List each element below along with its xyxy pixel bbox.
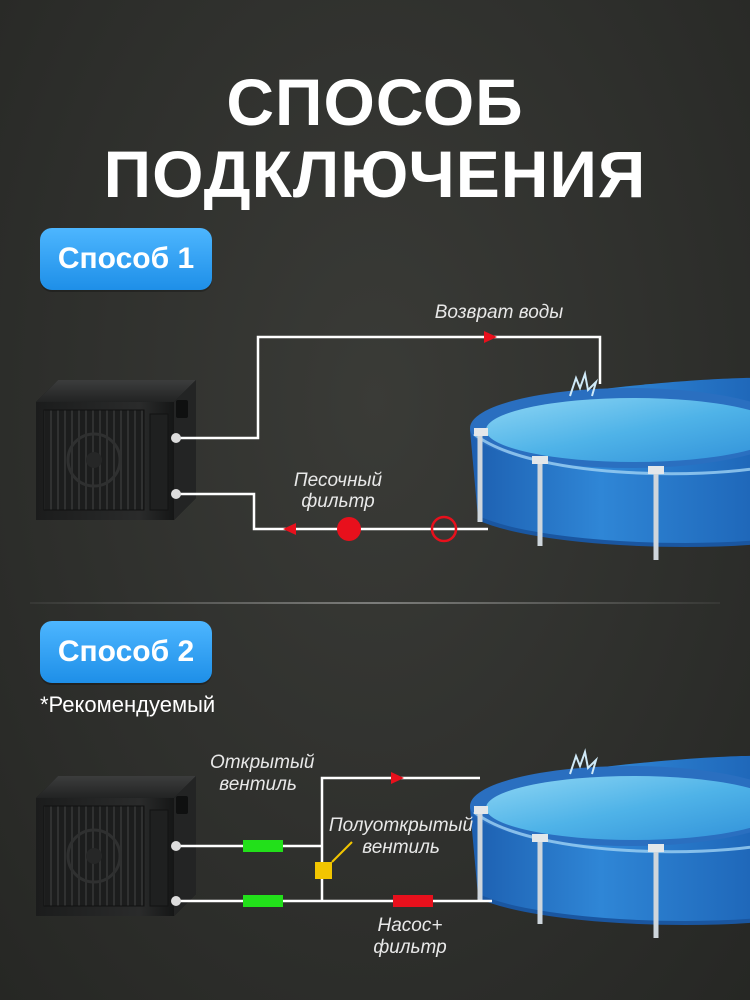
heat-pump-1-icon xyxy=(34,378,198,522)
pump-filter-icon xyxy=(393,895,433,907)
pump-filter-label-1: Насос+ xyxy=(377,915,443,936)
sand-filter-icon xyxy=(337,517,361,541)
sand-filter-label-1: Песочный xyxy=(293,470,383,491)
page-title-line-2: ПОДКЛЮЧЕНИЯ xyxy=(103,137,647,211)
section-divider xyxy=(30,602,720,604)
pump-filter-label-2: фильтр xyxy=(373,937,447,958)
water-return-label: Возврат воды xyxy=(434,302,564,323)
method-2-badge: Способ 2 xyxy=(40,621,212,683)
return-arrow-icon xyxy=(484,331,497,343)
sand-filter-label-2: фильтр xyxy=(301,491,375,512)
inflow-arrow-icon xyxy=(283,523,296,535)
open-valve-label-1: Открытый xyxy=(210,752,315,773)
page-title-line-1: СПОСОБ xyxy=(226,65,524,139)
half-open-valve-label-2: вентиль xyxy=(362,837,440,858)
method-1-pipes xyxy=(176,335,602,531)
pool-1-icon xyxy=(470,374,750,560)
pool-outlet-icon xyxy=(430,515,458,543)
recommended-note: *Рекомендуемый xyxy=(40,692,216,717)
open-valve-label-2: вентиль xyxy=(219,774,297,795)
green-valve-1-icon xyxy=(243,840,283,852)
half-open-valve-label-1: Полуоткрытый xyxy=(328,815,474,836)
half-open-valve-icon xyxy=(315,862,332,879)
flow-arrow-icon xyxy=(391,772,404,784)
method-1-badge: Способ 1 xyxy=(40,228,212,290)
green-valve-2-icon xyxy=(243,895,283,907)
pool-2-icon xyxy=(470,752,750,938)
